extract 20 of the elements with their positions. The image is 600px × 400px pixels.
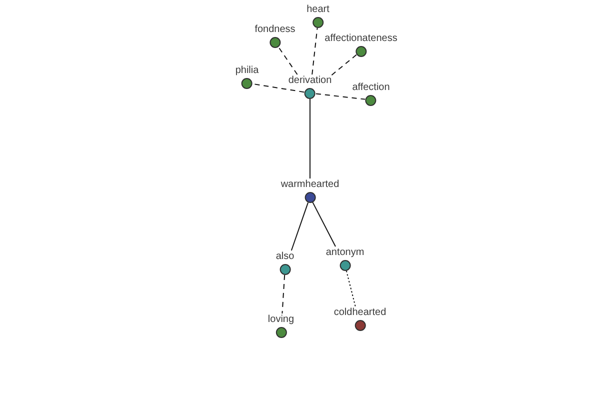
node-label: heart [306,4,330,16]
node-label: affectionateness [324,32,398,44]
connector-line [290,202,308,251]
node-label: philia [235,64,259,76]
connector-line [312,202,336,247]
dashed-connector [312,28,318,75]
dashed-connector [252,83,305,93]
node-label: fondness [254,24,296,36]
node-label: derivation [288,74,332,86]
dashed-connector [278,46,298,75]
dashed-connector [346,270,356,307]
dashed-connector [316,93,366,100]
node-label: warmhearted [280,178,340,190]
node-label: coldhearted [334,306,386,318]
node-label: antonym [326,246,364,258]
node-label: loving [268,314,294,326]
dashed-connector [282,274,286,314]
node-label: also [276,250,294,262]
dashed-connector [331,54,357,76]
node-label: affection [352,82,390,94]
